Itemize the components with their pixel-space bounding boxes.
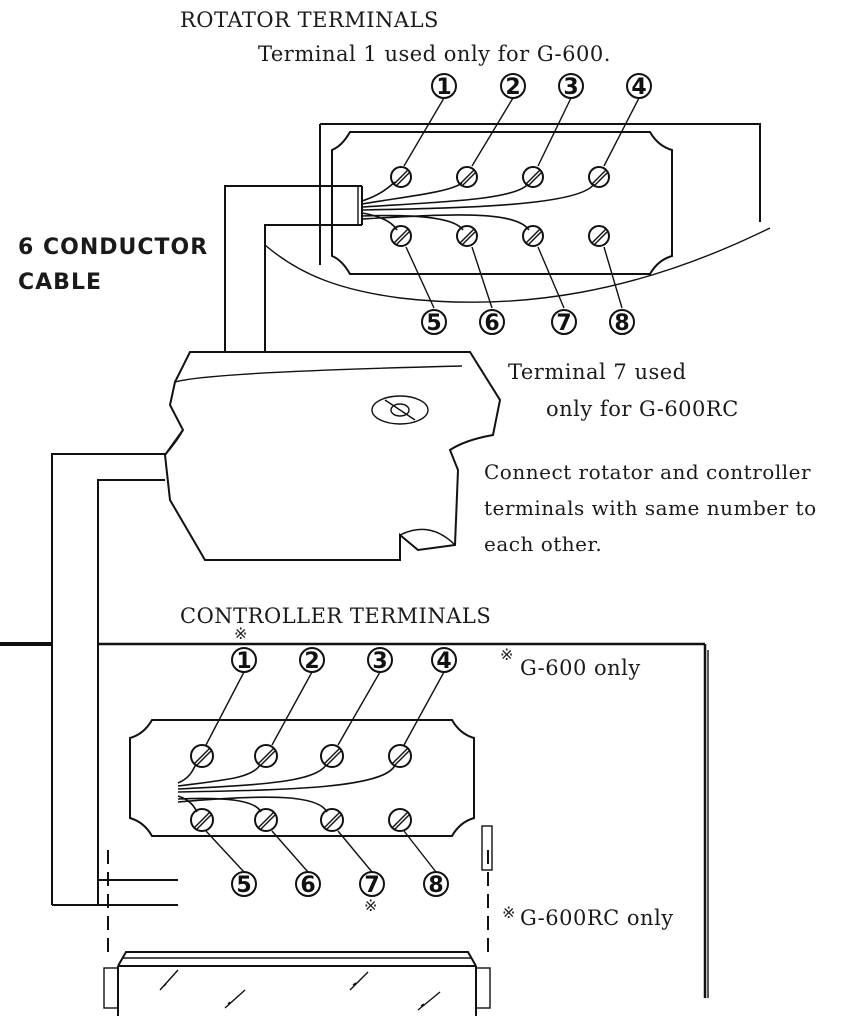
terminal-1-note: Terminal 1 used only for G-600. [258,42,611,66]
rotator-leaders [403,97,640,309]
rotator-terminal-plate [331,131,673,275]
g600rc-only-note: G-600RC only [520,906,674,930]
rotator-housing [264,123,771,303]
controller-terminal-1: 1 [236,649,251,674]
controller-terminal-6: 6 [300,873,315,898]
controller-terminal-2: 2 [304,649,319,674]
controller-terminals-title: CONTROLLER TERMINALS [180,604,492,628]
junction-box [163,351,502,561]
six-conductor-cable [51,185,363,906]
rotator-terminal-2: 2 [505,75,520,100]
controller-terminal-5: 5 [236,873,251,898]
cable-label-line2: CABLE [18,270,102,295]
rotator-terminal-8: 8 [614,311,629,336]
controller-screws [190,744,412,832]
terminal-7-note-line1: Terminal 7 used [508,360,687,384]
g600-mark-terminal-1: ※ [234,624,248,643]
controller-panel [0,642,709,998]
connect-note-line1: Connect rotator and controller [484,460,812,484]
terminal-7-note-line2: only for G-600RC [546,397,739,421]
g600rc-mark-terminal-7: ※ [364,896,378,915]
connect-note-line2: terminals with same number to [484,496,817,520]
g600-mark: ※ [500,645,514,664]
rotator-terminal-4: 4 [631,75,646,100]
controller-leaders [205,671,445,873]
g600rc-mark: ※ [502,903,516,922]
rotator-terminal-6: 6 [484,311,499,336]
rotator-number-circles [421,73,652,335]
controller-number-circles [231,647,457,897]
rotator-terminal-5: 5 [426,311,441,336]
controller-terminal-plate [129,719,475,837]
controller-terminal-7: 7 [364,873,379,898]
rotator-terminal-7: 7 [556,311,571,336]
connect-note-line3: each other. [484,532,603,556]
controller-terminal-4: 4 [436,649,451,674]
controller-terminal-8: 8 [428,873,443,898]
controller-terminal-3: 3 [372,649,387,674]
rotator-screws [390,166,610,247]
cable-label-line1: 6 CONDUCTOR [18,235,209,260]
rotator-terminal-1: 1 [436,75,451,100]
g600-only-note: G-600 only [520,656,641,680]
rotator-wires [361,181,595,231]
rotator-terminals-title: ROTATOR TERMINALS [180,8,439,32]
rotator-terminal-3: 3 [563,75,578,100]
terminal-cover [103,825,493,1016]
controller-wires [177,763,396,813]
